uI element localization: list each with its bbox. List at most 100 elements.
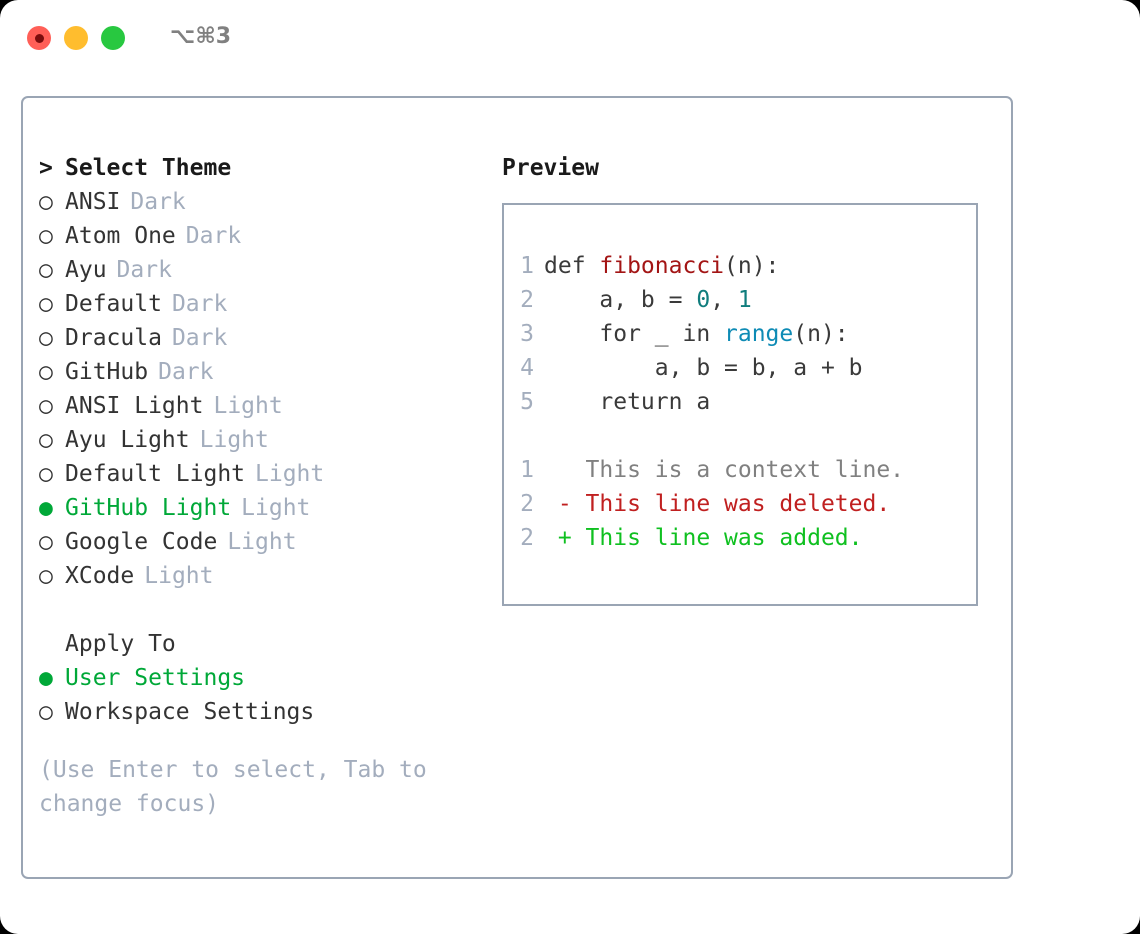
line-number: 2 [520,287,534,313]
radio-selected-icon: ● [39,665,53,691]
theme-name-label: GitHub Light [65,495,232,521]
theme-list-item[interactable]: ○ Ayu Dark [39,253,489,287]
close-button[interactable] [27,26,51,50]
code-token: (n): [793,321,849,347]
code-token: def [544,253,600,279]
theme-list-item[interactable]: ○ Default Dark [39,287,489,321]
diff-sample: 1 This is a context line. 2 - This line w… [504,453,976,555]
diff-line: 2 + This line was added. [504,521,976,555]
preview-title: Preview [502,155,599,181]
apply-to-header-label: Apply To [65,631,176,657]
code-token: for _ in [544,321,725,347]
code-line: 2 a, b = 0, 1 [504,283,976,317]
code-token: a, b = [544,287,697,313]
theme-variant-badge: Light [241,495,311,521]
theme-variant-badge: Dark [158,359,214,385]
theme-name-label: Default [65,291,162,317]
radio-empty-icon: ○ [39,257,53,283]
code-token: , [710,287,738,313]
radio-empty-icon: ○ [39,427,53,453]
code-line-text: def fibonacci(n): [544,249,779,283]
code-token: - This line was deleted. [544,491,891,517]
apply-to-item[interactable]: ○Workspace Settings [39,695,489,729]
theme-variant-badge: Light [227,529,297,555]
theme-variant-badge: Light [199,427,269,453]
radio-empty-icon: ○ [39,359,53,385]
theme-list-item[interactable]: ○ XCode Light [39,559,489,593]
code-token: a, b = b, a + b [544,355,863,381]
section-spacer [39,593,489,627]
radio-empty-icon: ○ [39,393,53,419]
theme-variant-badge: Light [144,563,214,589]
code-token: This is a context line. [544,457,905,483]
radio-selected-icon: ● [39,495,53,521]
code-token: range [724,321,794,347]
theme-variant-badge: Dark [171,291,228,317]
code-token: 0 [696,287,711,313]
theme-name-label: Default Light [65,461,246,487]
code-token: 1 [737,287,752,313]
apply-to-label: User Settings [65,665,246,691]
window-controls [27,26,125,50]
line-number: 1 [520,457,534,483]
theme-list-item[interactable]: ○ Google Code Light [39,525,489,559]
code-line-text: + This line was added. [544,521,863,555]
theme-name-label: ANSI Light [65,393,204,419]
code-token: + This line was added. [544,525,863,551]
theme-list-item[interactable]: ○ Default Light Light [39,457,489,491]
maximize-button[interactable] [101,26,125,50]
radio-empty-icon: ○ [39,563,53,589]
theme-variant-badge: Dark [171,325,228,351]
theme-list-item[interactable]: ○ ANSI Light Light [39,389,489,423]
code-token: fibonacci [599,253,725,279]
minimize-button[interactable] [64,26,88,50]
code-line-text: a, b = b, a + b [544,351,863,385]
code-line-text: a, b = 0, 1 [544,283,752,317]
theme-name-label: Google Code [65,529,218,555]
theme-variant-badge: Dark [185,223,242,249]
code-line-text: - This line was deleted. [544,487,890,521]
diff-line: 2 - This line was deleted. [504,487,976,521]
theme-variant-badge: Dark [116,257,172,283]
apply-to-item[interactable]: ● User Settings [39,661,489,695]
help-text: (Use Enter to select, Tab to change focu… [39,757,427,817]
theme-list-item[interactable]: ● GitHub Light Light [39,491,489,525]
line-number: 4 [520,355,534,381]
theme-variant-badge: Light [255,461,325,487]
title-bar: ⌥⌘3 [0,0,1140,78]
theme-list-item[interactable]: ○ GitHub Dark [39,355,489,389]
line-number: 2 [520,491,534,517]
theme-name-label: Dracula [65,325,162,351]
select-theme-header: > Select Theme [39,151,489,185]
radio-empty-icon: ○ [39,699,53,725]
theme-name-label: GitHub [65,359,149,385]
theme-variant-badge: Light [213,393,283,419]
code-line-text: for _ in range(n): [544,317,849,351]
line-number: 1 [520,253,534,279]
theme-name-label: Ayu [65,257,107,283]
radio-empty-icon: ○ [39,529,53,555]
theme-variant-badge: Dark [130,189,186,215]
line-number: 3 [520,321,534,347]
radio-empty-icon: ○ [39,291,53,317]
code-line: 3 for _ in range(n): [504,317,976,351]
theme-name-label: XCode [65,563,135,589]
code-line-text: This is a context line. [544,453,905,487]
radio-empty-icon: ○ [39,223,53,249]
radio-empty-icon: ○ [39,461,53,487]
code-line-text: return a [544,385,710,419]
apply-to-header: Apply To [39,627,489,661]
keyboard-shortcut-label: ⌥⌘3 [170,24,232,49]
select-theme-header-label: Select Theme [65,155,232,181]
